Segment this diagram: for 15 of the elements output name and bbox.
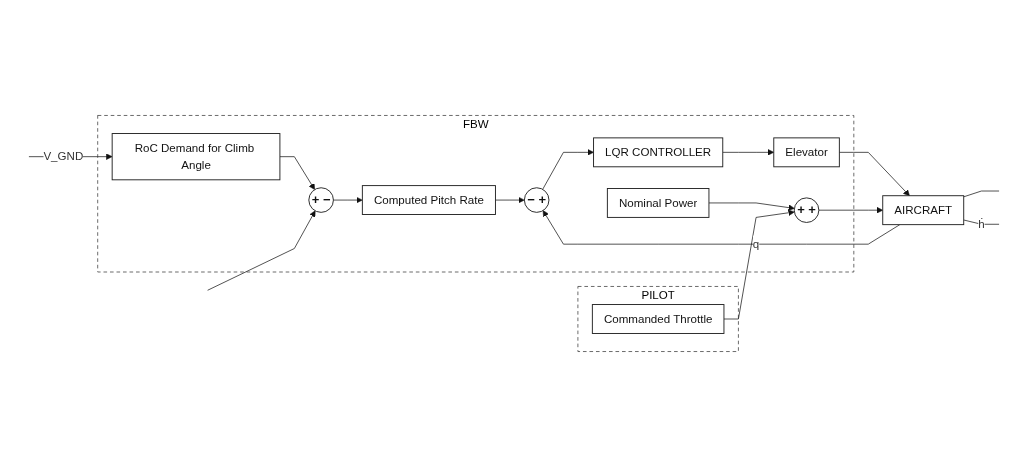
node-box: Commanded Throttle bbox=[591, 304, 725, 334]
node-circle: + + bbox=[793, 197, 820, 223]
node-box: Elevator bbox=[773, 137, 840, 168]
node-box: RoC Demand for Climb Angle bbox=[111, 133, 281, 181]
edge-label: q bbox=[752, 237, 760, 250]
connector bbox=[963, 219, 1000, 225]
node-box: AIRCRAFT bbox=[882, 195, 965, 226]
node-box: Computed Pitch Rate bbox=[361, 185, 496, 215]
node-box: Nominal Power bbox=[606, 188, 710, 218]
edge-label: ḣ bbox=[978, 217, 985, 231]
connector bbox=[963, 190, 1000, 198]
node-circle: − + bbox=[523, 187, 550, 213]
node-box: LQR CONTROLLER bbox=[593, 137, 724, 168]
node-circle: + − bbox=[308, 187, 334, 213]
edge-label: V_GND bbox=[43, 150, 84, 163]
